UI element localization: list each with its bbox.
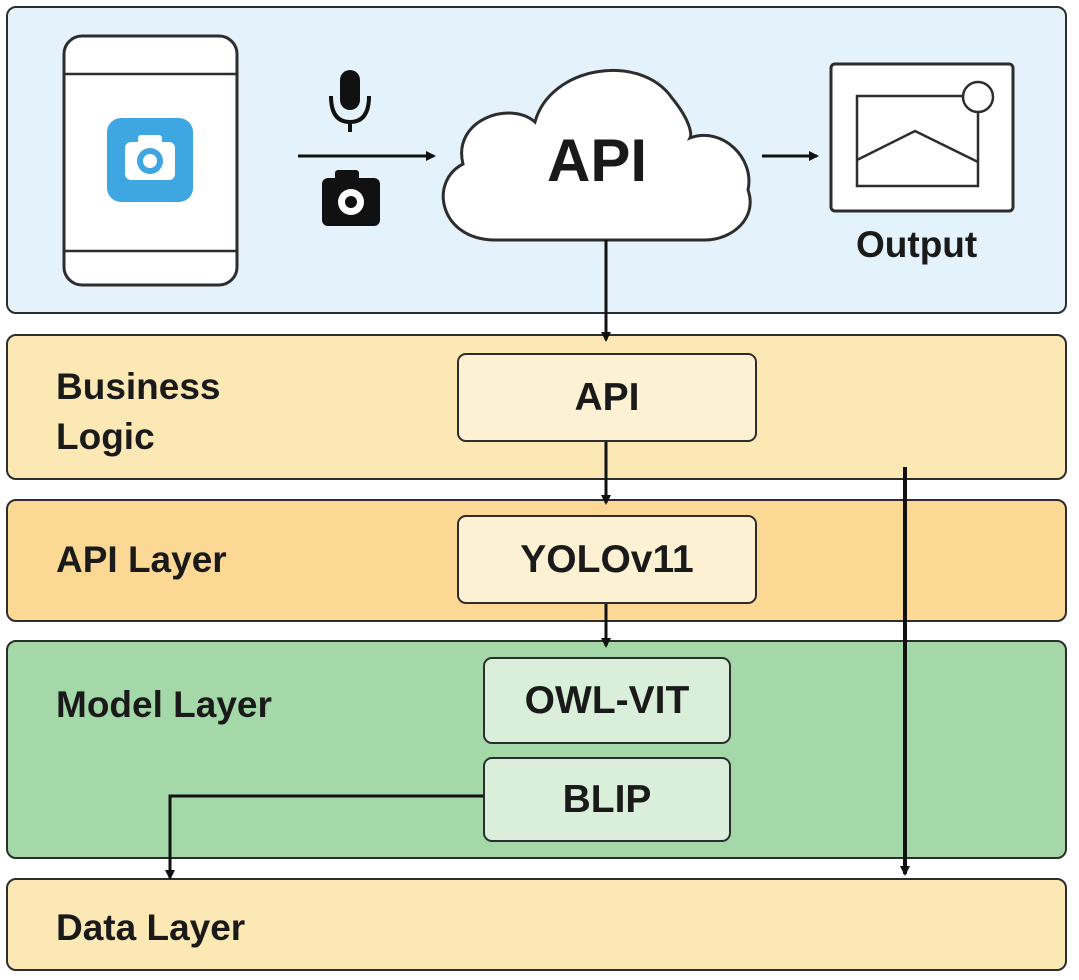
owl-vit-node: OWL-VIT — [483, 657, 731, 744]
business-logic-label-line2: Logic — [56, 416, 155, 457]
business-logic-label: Business Logic — [56, 362, 221, 462]
cloud-api-label: API — [547, 127, 647, 194]
microphone-icon — [329, 70, 371, 132]
blip-to-data-arrow — [165, 794, 483, 880]
yolov11-node: YOLOv11 — [457, 515, 757, 604]
business-api-node: API — [457, 353, 757, 442]
model-layer-label: Model Layer — [56, 684, 272, 725]
output-label: Output — [856, 224, 978, 265]
api-layer-label: API Layer — [56, 539, 227, 580]
image-output-icon — [829, 62, 1015, 213]
cloud-icon: API — [441, 68, 752, 242]
business-logic-label-line1: Business — [56, 366, 221, 407]
camera-icon — [322, 170, 380, 226]
data-layer-label: Data Layer — [56, 907, 246, 948]
camera-app-icon — [107, 118, 193, 202]
blip-node: BLIP — [483, 757, 731, 842]
data-layer-panel — [6, 878, 1067, 971]
